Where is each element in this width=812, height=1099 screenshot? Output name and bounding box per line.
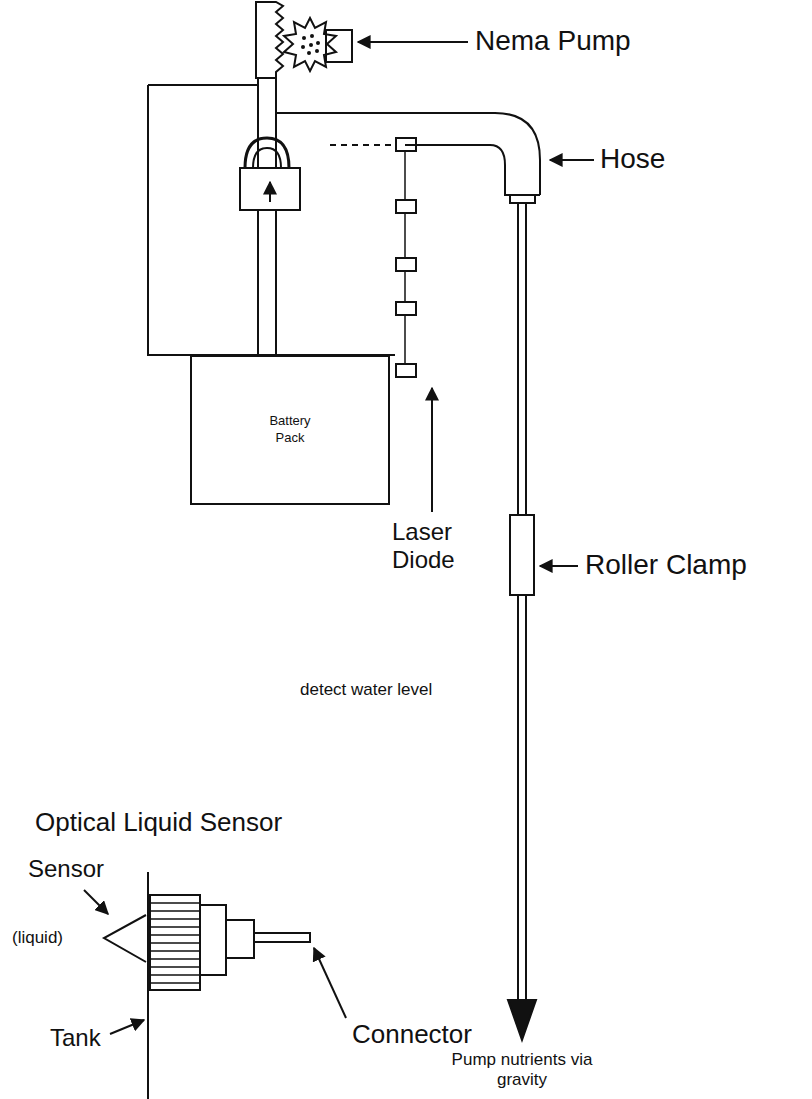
hose [395, 113, 540, 195]
part-label: Laser Diode [392, 518, 482, 573]
roller-clamp [510, 515, 534, 595]
part-label: detect water level [300, 680, 432, 700]
gear [284, 18, 336, 71]
rod [258, 78, 276, 355]
rack [256, 2, 283, 78]
dashed-line [330, 144, 395, 146]
leader-arrow [550, 159, 594, 161]
tank-wall [147, 872, 149, 1099]
lock-shackle [245, 138, 289, 168]
sensor-thread [150, 895, 200, 990]
sensor-cone [104, 915, 146, 962]
outlet-arrow [508, 1000, 536, 1040]
part-label: Optical Liquid Sensor [35, 808, 282, 838]
part-label: Sensor [28, 855, 104, 883]
part-label: (liquid) [12, 928, 63, 948]
sensor-thread-lines [150, 903, 200, 983]
motor-mount [326, 30, 352, 62]
hose-fitting [510, 195, 535, 203]
part-label: Hose [600, 143, 665, 175]
part-label: Nema Pump [475, 25, 631, 57]
part-label: Tank [50, 1024, 101, 1052]
part-label: Roller Clamp [585, 549, 747, 581]
leader-arrow [431, 388, 433, 512]
gear-dots [301, 34, 320, 55]
part-label: Connector [352, 1020, 472, 1050]
leader-arrow [314, 948, 346, 1018]
part-label: Pump nutrients via gravity [432, 1050, 612, 1089]
lock-arrow [269, 182, 271, 202]
tube [518, 203, 526, 1000]
battery-box: Battery Pack [190, 355, 390, 505]
housing [148, 85, 395, 355]
laser-diodes [396, 138, 416, 377]
sensor-body [226, 920, 254, 958]
leader-arrow [540, 565, 578, 567]
lock-body [240, 168, 300, 210]
lock-shackle [253, 148, 281, 168]
sensor-pin [254, 933, 310, 942]
box-label: Battery Pack [259, 413, 321, 447]
leader-arrow [110, 1020, 144, 1034]
leader-arrow [358, 41, 468, 43]
leader-arrow [84, 890, 108, 914]
sensor-nut [200, 905, 226, 975]
